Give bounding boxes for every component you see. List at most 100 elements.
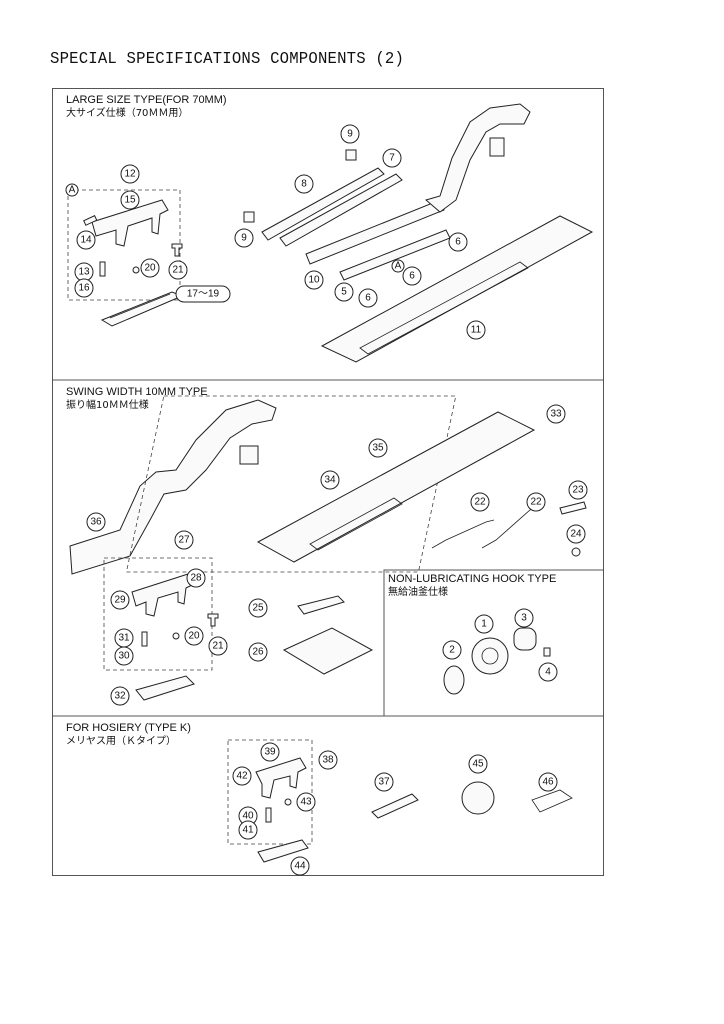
nut-43 <box>284 798 292 806</box>
svg-text:31: 31 <box>118 633 130 644</box>
arm-large-end <box>489 137 505 157</box>
spring-22a <box>431 519 495 549</box>
svg-text:21: 21 <box>172 265 184 276</box>
svg-text:A: A <box>395 261 402 272</box>
callout-a2: A <box>391 259 405 273</box>
svg-text:28: 28 <box>190 573 202 584</box>
svg-text:33: 33 <box>550 409 562 420</box>
callout-25: 25 <box>248 598 268 618</box>
section-hook: NON-LUBRICATING HOOK TYPE 無給油釜仕様 <box>388 573 556 599</box>
feed-dog-37 <box>371 793 419 819</box>
svg-text:8: 8 <box>301 179 307 190</box>
callout-44: 44 <box>290 856 310 876</box>
callout-31: 31 <box>114 628 134 648</box>
plate-32 <box>135 675 195 701</box>
nut-20 <box>132 266 140 274</box>
callout-27: 27 <box>174 530 194 550</box>
section-hosiery-subtitle: メリヤス用（Ｋタイプ） <box>66 736 176 747</box>
screw-9-left <box>243 211 255 223</box>
callout-32: 32 <box>110 686 130 706</box>
svg-text:25: 25 <box>252 603 264 614</box>
svg-text:15: 15 <box>124 195 136 206</box>
callout-3: 3 <box>514 608 534 628</box>
needle-plate-34 <box>256 411 536 563</box>
callout-4: 4 <box>538 662 558 682</box>
callout-30: 30 <box>114 646 134 666</box>
callout-42: 42 <box>232 766 252 786</box>
svg-text:26: 26 <box>252 647 264 658</box>
rod-8 <box>261 167 385 241</box>
section-swing-subtitle: 振り幅10ＭＭ仕様 <box>66 400 149 411</box>
svg-text:37: 37 <box>378 777 390 788</box>
section-hosiery: FOR HOSIERY (TYPE K) メリヤス用（Ｋタイプ） <box>66 722 191 748</box>
section-hook-title: NON-LUBRICATING HOOK TYPE <box>388 573 557 585</box>
callout-5: 5 <box>334 282 354 302</box>
needle-plate-11 <box>320 215 594 363</box>
callout-23: 23 <box>568 480 588 500</box>
pin-31 <box>141 631 148 647</box>
svg-text:4: 4 <box>545 667 551 678</box>
callout-9a: 9 <box>340 124 360 144</box>
pin-13 <box>99 261 106 277</box>
callout-21b: 21 <box>208 636 228 656</box>
screw-21 <box>171 243 183 257</box>
callout-33: 33 <box>546 404 566 424</box>
plate-group-box <box>125 395 457 573</box>
callout-28: 28 <box>186 568 206 588</box>
arm-large <box>424 103 531 213</box>
presser-group-box-c <box>227 739 313 845</box>
hook-45 <box>461 781 495 815</box>
plate-46 <box>531 789 573 813</box>
svg-text:5: 5 <box>341 287 347 298</box>
page-title: SPECIAL SPECIFICATIONS COMPONENTS (2) <box>50 50 405 69</box>
callout-6c: 6 <box>358 288 378 308</box>
section-hosiery-title: FOR HOSIERY (TYPE K) <box>66 722 191 734</box>
callout-43: 43 <box>296 792 316 812</box>
svg-text:41: 41 <box>242 825 254 836</box>
callout-7: 7 <box>382 148 402 168</box>
svg-text:21: 21 <box>212 641 224 652</box>
svg-text:20: 20 <box>188 631 200 642</box>
callout-41: 41 <box>238 820 258 840</box>
section-large-title: LARGE SIZE TYPE(FOR 70MM) <box>66 94 227 106</box>
bobbin-case-2 <box>443 665 465 695</box>
svg-text:30: 30 <box>118 651 130 662</box>
screw-4 <box>543 647 551 657</box>
svg-text:12: 12 <box>124 169 136 180</box>
callout-6b: 6 <box>402 266 422 286</box>
svg-text:10: 10 <box>308 275 320 286</box>
callout-46: 46 <box>538 772 558 792</box>
svg-text:11: 11 <box>471 325 482 336</box>
svg-text:6: 6 <box>455 237 461 248</box>
svg-text:38: 38 <box>322 755 334 766</box>
callout-15: 15 <box>120 190 140 210</box>
svg-text:9: 9 <box>241 233 247 244</box>
svg-text:A: A <box>69 185 76 196</box>
svg-text:29: 29 <box>114 595 126 606</box>
callout-9b: 9 <box>234 228 254 248</box>
callout-17-19: 17〜19 <box>175 285 231 303</box>
callout-21a: 21 <box>168 260 188 280</box>
callout-35: 35 <box>368 438 388 458</box>
bar-10 <box>305 199 445 265</box>
svg-text:7: 7 <box>389 153 395 164</box>
hook-driver-3 <box>513 627 537 651</box>
presser-foot-b <box>131 573 195 617</box>
svg-text:20: 20 <box>144 263 156 274</box>
callout-26: 26 <box>248 642 268 662</box>
svg-text:40: 40 <box>242 811 254 822</box>
hook-1 <box>471 637 509 675</box>
needle-plate-34-slot <box>309 497 403 551</box>
svg-text:23: 23 <box>572 485 584 496</box>
sheet-26 <box>282 627 374 675</box>
feed-dog-25 <box>297 595 345 615</box>
svg-text:43: 43 <box>300 797 312 808</box>
callout-34: 34 <box>320 470 340 490</box>
callout-12: 12 <box>120 164 140 184</box>
callout-45: 45 <box>468 754 488 774</box>
svg-text:6: 6 <box>409 271 415 282</box>
callout-11: 11 <box>466 320 486 340</box>
section-large-subtitle: 大サイズ仕様（70ＭＭ用） <box>66 108 189 119</box>
svg-text:16: 16 <box>78 283 90 294</box>
svg-text:39: 39 <box>264 747 276 758</box>
